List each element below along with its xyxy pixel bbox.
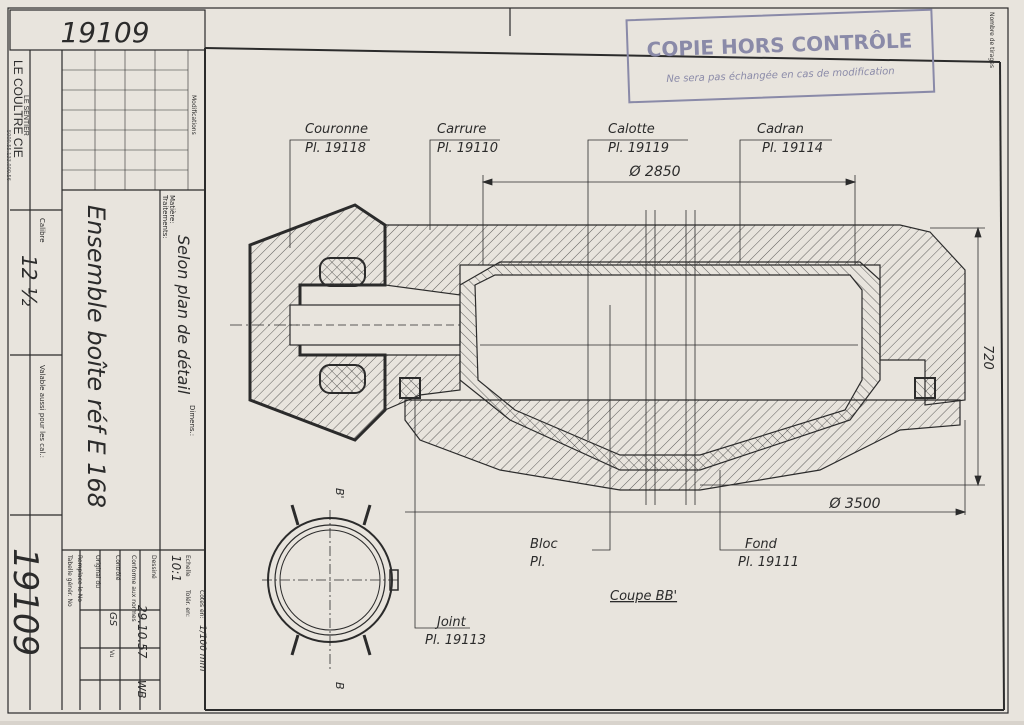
- dimension-dia-cadran: Ø 2850: [628, 164, 680, 180]
- sheet-border: [7, 7, 1009, 714]
- title-block: [9, 9, 206, 710]
- toler-label: Tolér. en:: [184, 589, 191, 617]
- label-bloc-ref: Pl.: [530, 555, 546, 570]
- dessine-value: 29.10.57: [135, 605, 149, 659]
- crown-gasket-top: [319, 257, 366, 287]
- dimension-height: 720: [980, 345, 995, 370]
- label-carrure-ref: Pl. 19110: [437, 141, 498, 156]
- case-top-view: [262, 504, 399, 670]
- label-calotte-ref: Pl. 19119: [608, 141, 669, 156]
- label-calotte: Calotte: [608, 122, 655, 137]
- calibre-label: Calibre: [38, 218, 46, 243]
- case-cross-section: [230, 203, 966, 505]
- conforme-label: Conforme aux normes: [130, 555, 137, 622]
- label-coupe: Coupe BB': [610, 589, 677, 604]
- matiere-label: Matière:: [168, 195, 176, 224]
- copy-stamp: COPIE HORS CONTRÔLE Ne sera pas échangée…: [625, 8, 936, 104]
- dessine-label: Dessiné: [150, 555, 157, 579]
- calibre-value: 12 ½: [17, 255, 41, 307]
- part-labels: Couronne Pl. 19118 Carrure Pl. 19110 Cal…: [305, 122, 823, 648]
- company-name: LE COULTRE CIE: [11, 60, 25, 158]
- dimension-lines: [405, 175, 985, 516]
- label-joint-ref: Pl. 19113: [425, 633, 486, 648]
- crown-gasket-bottom: [319, 364, 366, 394]
- drawing-title: Ensemble boîte réf E 168: [82, 205, 110, 508]
- modifications-label: Modifications: [190, 95, 197, 135]
- case-back: [404, 399, 961, 491]
- joint-left: [399, 377, 421, 399]
- dessine-initials: WB: [135, 680, 148, 698]
- original-label: Original du: [94, 555, 101, 588]
- label-fond-ref: Pl. 19111: [738, 555, 799, 570]
- label-carrure: Carrure: [437, 122, 486, 137]
- label-fond: Fond: [745, 537, 778, 552]
- matiere-value: Selon plan de détail: [174, 235, 193, 395]
- traitements-label: Traitements:: [161, 194, 169, 239]
- echelle-label: Echelle: [184, 555, 191, 577]
- echelle-value: 10:1: [169, 555, 183, 582]
- label-cadran-ref: Pl. 19114: [762, 141, 823, 156]
- form-code: 5000.55.133.000.56: [5, 130, 11, 181]
- label-couronne-ref: Pl. 19118: [305, 141, 366, 156]
- cotes-value: 1/100 mm: [197, 625, 207, 672]
- label-joint: Joint: [434, 615, 467, 630]
- label-cadran: Cadran: [757, 122, 804, 137]
- joint-right: [914, 377, 936, 399]
- controle-label: Contrôlé: [114, 555, 121, 581]
- section-mark-b: B: [333, 682, 346, 690]
- vu-label: Vu: [108, 650, 115, 658]
- tabelle-label: Tabelle génér. No: [66, 554, 73, 607]
- remplace-label: Remplace le No: [76, 555, 83, 602]
- section-mark-b-prime: B': [333, 488, 346, 499]
- dimension-dia-case: Ø 3500: [828, 496, 880, 512]
- cotes-label: Cotes en:: [198, 590, 205, 618]
- label-couronne: Couronne: [305, 122, 368, 137]
- stamp-line2: Ne sera pas échangée en cas de modificat…: [666, 65, 895, 85]
- company-location: LE SENTIER: [22, 95, 29, 136]
- label-bloc: Bloc: [530, 537, 558, 552]
- stamp-line1: COPIE HORS CONTRÔLE: [646, 28, 912, 61]
- controle-value: GS: [107, 612, 118, 627]
- drawing-number-top: 19109: [60, 16, 149, 49]
- valable-label: Valable aussi pour les cal.:: [38, 365, 46, 458]
- crown-stem: [289, 304, 461, 346]
- drawing-number-side: 19109: [5, 548, 45, 656]
- dimens-label: Dimens.:: [188, 405, 196, 436]
- nombre-tirages-label: Nombre de tirages: [988, 12, 995, 68]
- leader-lines: [289, 139, 832, 629]
